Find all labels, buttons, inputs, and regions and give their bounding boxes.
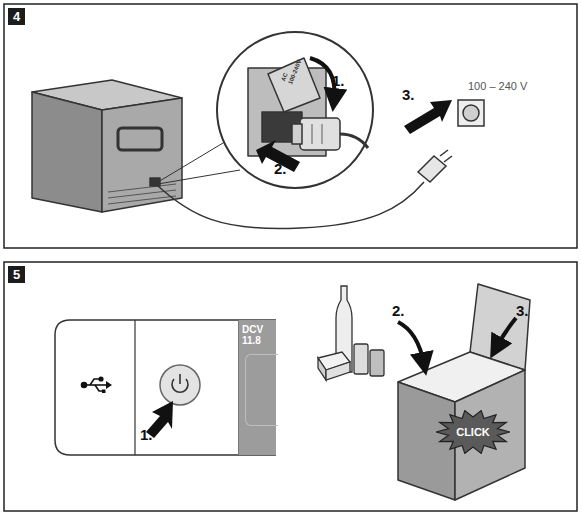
display-panel: DCV 11.8 (238, 320, 276, 455)
panel-frame (4, 4, 577, 248)
callout-number: 2. (274, 160, 287, 177)
leader-line (158, 140, 228, 182)
callout-number: 1. (332, 72, 345, 89)
socket-marking: 100-240V (287, 59, 302, 85)
power-button (160, 365, 200, 405)
step-number: 5 (13, 267, 20, 282)
mains-plug (418, 150, 452, 182)
curved-arrow (398, 322, 424, 364)
display-reading: DCV 11.8 (242, 324, 266, 346)
curved-arrow (496, 318, 516, 348)
detail-circle (217, 32, 373, 188)
step-number-box: 4 (8, 8, 25, 25)
block-arrow (404, 100, 452, 134)
callout-number: 3. (402, 86, 415, 103)
step-number: 4 (13, 9, 20, 24)
cooler-open (398, 284, 530, 500)
callout-number: 3. (516, 302, 529, 319)
voltage-label: 100 – 240 V (468, 80, 527, 92)
wall-socket (458, 100, 484, 126)
cooler-closed (32, 80, 182, 212)
click-text: CLICK (456, 426, 490, 438)
callout-number: 2. (392, 302, 405, 319)
step-number-box: 5 (8, 266, 25, 283)
socket-detail (248, 58, 368, 172)
usb-symbol (82, 377, 113, 393)
power-cord (158, 182, 424, 229)
click-burst: CLICK (436, 410, 510, 454)
divider (134, 320, 135, 455)
panel-frame (4, 262, 577, 511)
food-items (318, 286, 384, 380)
display-window (245, 354, 278, 426)
control-panel (55, 320, 276, 455)
leader-line (158, 170, 240, 184)
callout-number: 1. (140, 426, 153, 443)
